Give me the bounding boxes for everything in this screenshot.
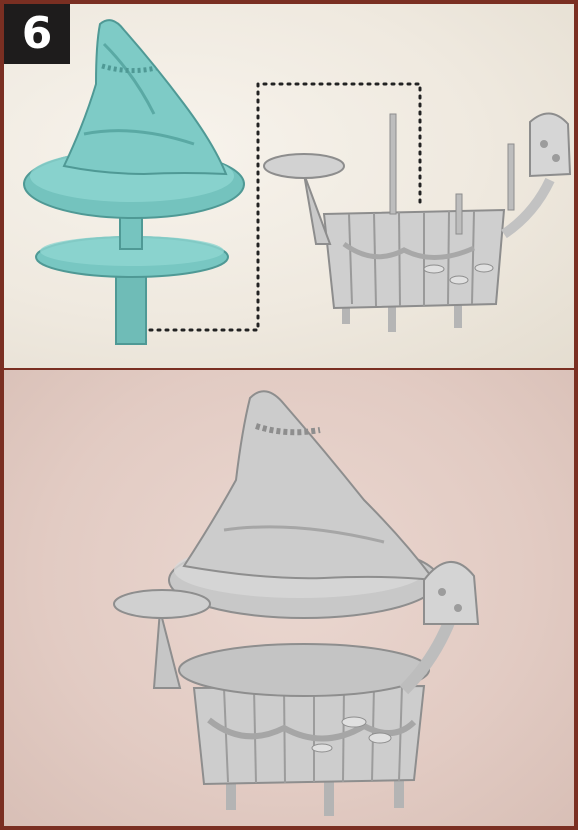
turquoise-roof-part — [24, 20, 244, 344]
gray-house-base — [264, 113, 570, 332]
top-panel — [4, 4, 574, 368]
bottom-illustration — [4, 370, 574, 826]
bottom-panel — [4, 370, 574, 826]
assembled-model — [114, 391, 478, 816]
top-illustration — [4, 4, 574, 368]
step-number-badge: 6 — [4, 4, 70, 64]
